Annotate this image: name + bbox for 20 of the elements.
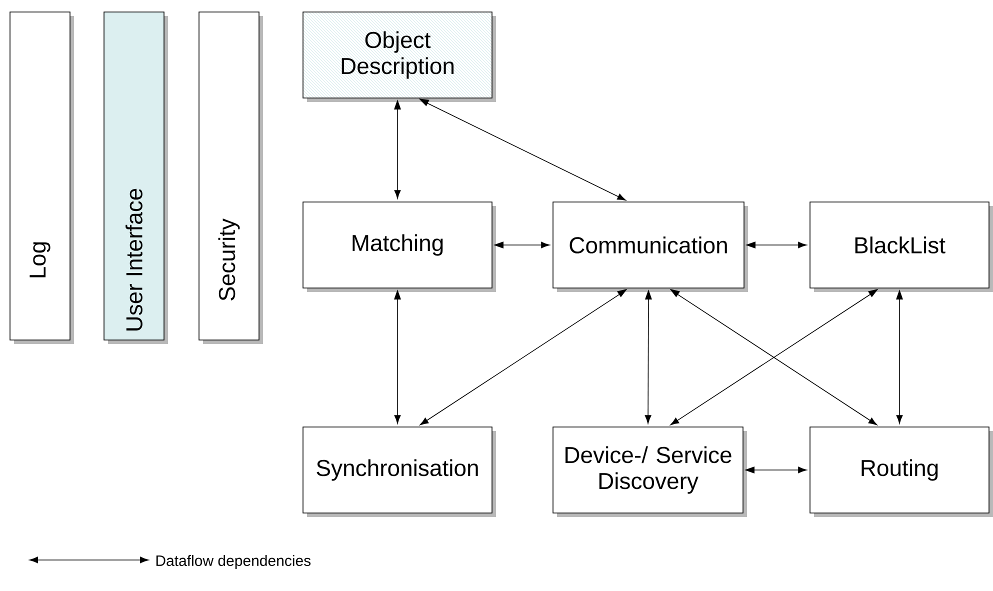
arrow — [746, 242, 807, 248]
process-box: Synchronisation — [302, 426, 496, 517]
vertical-band: User Interface — [104, 12, 168, 344]
arrow — [394, 290, 401, 424]
arrow — [418, 98, 626, 201]
vertical-band: Log — [10, 12, 74, 344]
vertical-band: Security — [198, 12, 263, 344]
process-box: BlackList — [810, 202, 993, 292]
arrow — [644, 290, 652, 424]
legend-text: Dataflow dependencies — [156, 555, 311, 569]
arrow — [394, 100, 401, 199]
process-box: Communication — [552, 202, 748, 292]
process-box: Routing — [810, 426, 993, 517]
arrow — [896, 290, 903, 424]
arrow — [494, 242, 550, 248]
process-box: Matching — [302, 202, 496, 292]
arrow — [744, 466, 807, 474]
arrow — [420, 288, 628, 426]
process-box: Device-/ Service Discovery — [552, 426, 747, 517]
process-box: Object Description — [302, 12, 492, 98]
